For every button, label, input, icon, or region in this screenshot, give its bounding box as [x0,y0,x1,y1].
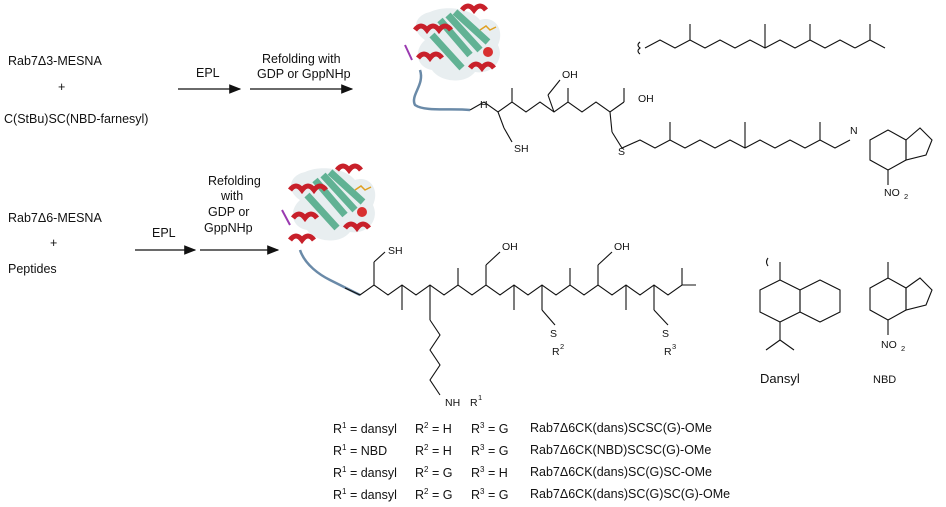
atom-s-1: S [618,146,625,158]
r2-value: = H [428,444,452,459]
r2-sup: 2 [424,421,429,430]
table-row: R1 = dansyl R2 = H R3 = G Rab7Δ6CK(dans)… [333,421,803,439]
r1-label: R [333,488,343,503]
r2-label: R [415,488,425,503]
r3-sup: 3 [480,487,485,496]
atom-s-2: S [550,328,557,340]
r3-label: R [471,422,481,437]
variant-name: Rab7Δ6CK(dans)SCSC(G)-OMe [530,421,713,435]
atom-nh: NH [445,397,460,409]
atom-r2-sup: 2 [560,342,564,351]
r2-value: = G [428,466,453,481]
atom-oh-acid: OH [638,93,654,105]
atom-r2: R [552,346,560,358]
atom-sh-2: SH [388,245,403,257]
r3-label: R [471,444,481,459]
atom-s-3: S [662,328,669,340]
farnesyl-chain-top [637,24,886,55]
reactant-peptides: Peptides [8,262,57,276]
atom-oh-2: OH [502,241,518,253]
r2-label: R [415,466,425,481]
r1-sup: 1 [342,487,347,496]
reactant-rab7d6: Rab7Δ6-MESNA [8,211,102,225]
peptide-backbone-1 [469,79,851,149]
epl-label-2: EPL [152,226,176,240]
r1-value: = NBD [346,444,388,459]
r1-value: = dansyl [346,422,397,437]
peptide-backbone-2 [344,251,696,396]
refolding-label-2b: with [221,189,244,203]
r3-value: = H [484,466,508,481]
refolding-label-2a: Refolding [208,174,261,188]
atom-no2-2: NO [881,339,897,351]
r1-label: R [333,422,343,437]
r2-label: R [415,444,425,459]
nbd-label: NBD [873,374,897,386]
table-row: R1 = dansyl R2 = G R3 = G Rab7Δ6CK(dans)… [333,487,803,505]
reactant-rab7d3: Rab7Δ3-MESNA [8,54,102,68]
r2-sup: 2 [424,487,429,496]
dansyl-structure [759,257,841,351]
plus-sign-1: + [58,80,66,94]
r1-value: = dansyl [346,466,397,481]
plus-sign-2: + [50,236,58,250]
refolding-label-2d: GppNHp [204,221,253,235]
atom-r1-sup: 1 [478,393,482,402]
r3-label: R [471,466,481,481]
table-row: R1 = NBD R2 = H R3 = G Rab7Δ6CK(NBD)SCSC… [333,443,803,461]
r3-value: = G [484,444,509,459]
atom-n1: H [480,99,488,111]
r1-label: R [333,466,343,481]
r1-value: = dansyl [346,488,397,503]
table-row: R1 = dansyl R2 = G R3 = H Rab7Δ6CK(dans)… [333,465,803,483]
refolding-label-1a: Refolding with [262,52,341,66]
protein-structure-2 [281,163,376,297]
reactant-peptide-farnesyl: C(StBu)SC(NBD-farnesyl) [4,112,149,126]
r3-value: = G [484,422,509,437]
r3-sup: 3 [480,443,485,452]
r1-sup: 1 [342,465,347,474]
atom-no2-1: NO [884,187,900,199]
atom-n-link: N [850,125,858,137]
r1-sup: 1 [342,443,347,452]
r2-sup: 2 [424,443,429,452]
r3-sup: 3 [480,421,485,430]
r1-label: R [333,444,343,459]
nbd-ring-1 [869,127,933,185]
refolding-label-2c: GDP or [208,205,250,219]
r2-label: R [415,422,425,437]
atom-no2-1-sub: 2 [904,192,908,201]
variant-name: Rab7Δ6CK(dans)SC(G)SC-OMe [530,465,713,479]
protein-structure-1 [404,3,501,112]
atom-sh-1: SH [514,143,529,155]
dansyl-label: Dansyl [760,371,800,386]
atom-r3-sup: 3 [672,342,676,351]
r2-value: = H [428,422,452,437]
atom-r3: R [664,346,672,358]
variant-name: Rab7Δ6CK(NBD)SCSC(G)-OMe [530,443,712,457]
atom-oh-3: OH [614,241,630,253]
refolding-label-1b: GDP or GppNHp [257,67,351,81]
atom-no2-2-sub: 2 [901,344,905,353]
atom-oh-1: OH [562,69,578,81]
r3-value: = G [484,488,509,503]
atom-r1: R [470,397,478,409]
r3-sup: 3 [480,465,485,474]
variant-name: Rab7Δ6CK(dans)SC(G)SC(G)-OMe [530,487,731,501]
r2-value: = G [428,488,453,503]
nbd-structure [869,262,933,335]
r2-sup: 2 [424,465,429,474]
r3-label: R [471,488,481,503]
epl-label-1: EPL [196,66,220,80]
r1-sup: 1 [342,421,347,430]
